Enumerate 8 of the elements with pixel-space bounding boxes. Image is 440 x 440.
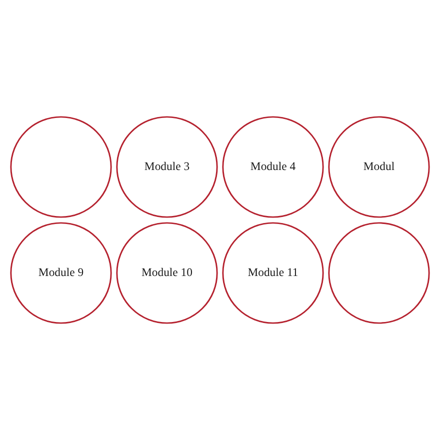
node-circle: Module 10 <box>116 222 218 324</box>
node-circle: Module 3 <box>116 116 218 218</box>
node-circle: Module 9 <box>10 222 112 324</box>
node-circle: Module 11 <box>222 222 324 324</box>
node-circle <box>328 222 430 324</box>
node-circle: Module 4 <box>222 116 324 218</box>
node-circle: Modul <box>328 116 430 218</box>
node-circle <box>10 116 112 218</box>
